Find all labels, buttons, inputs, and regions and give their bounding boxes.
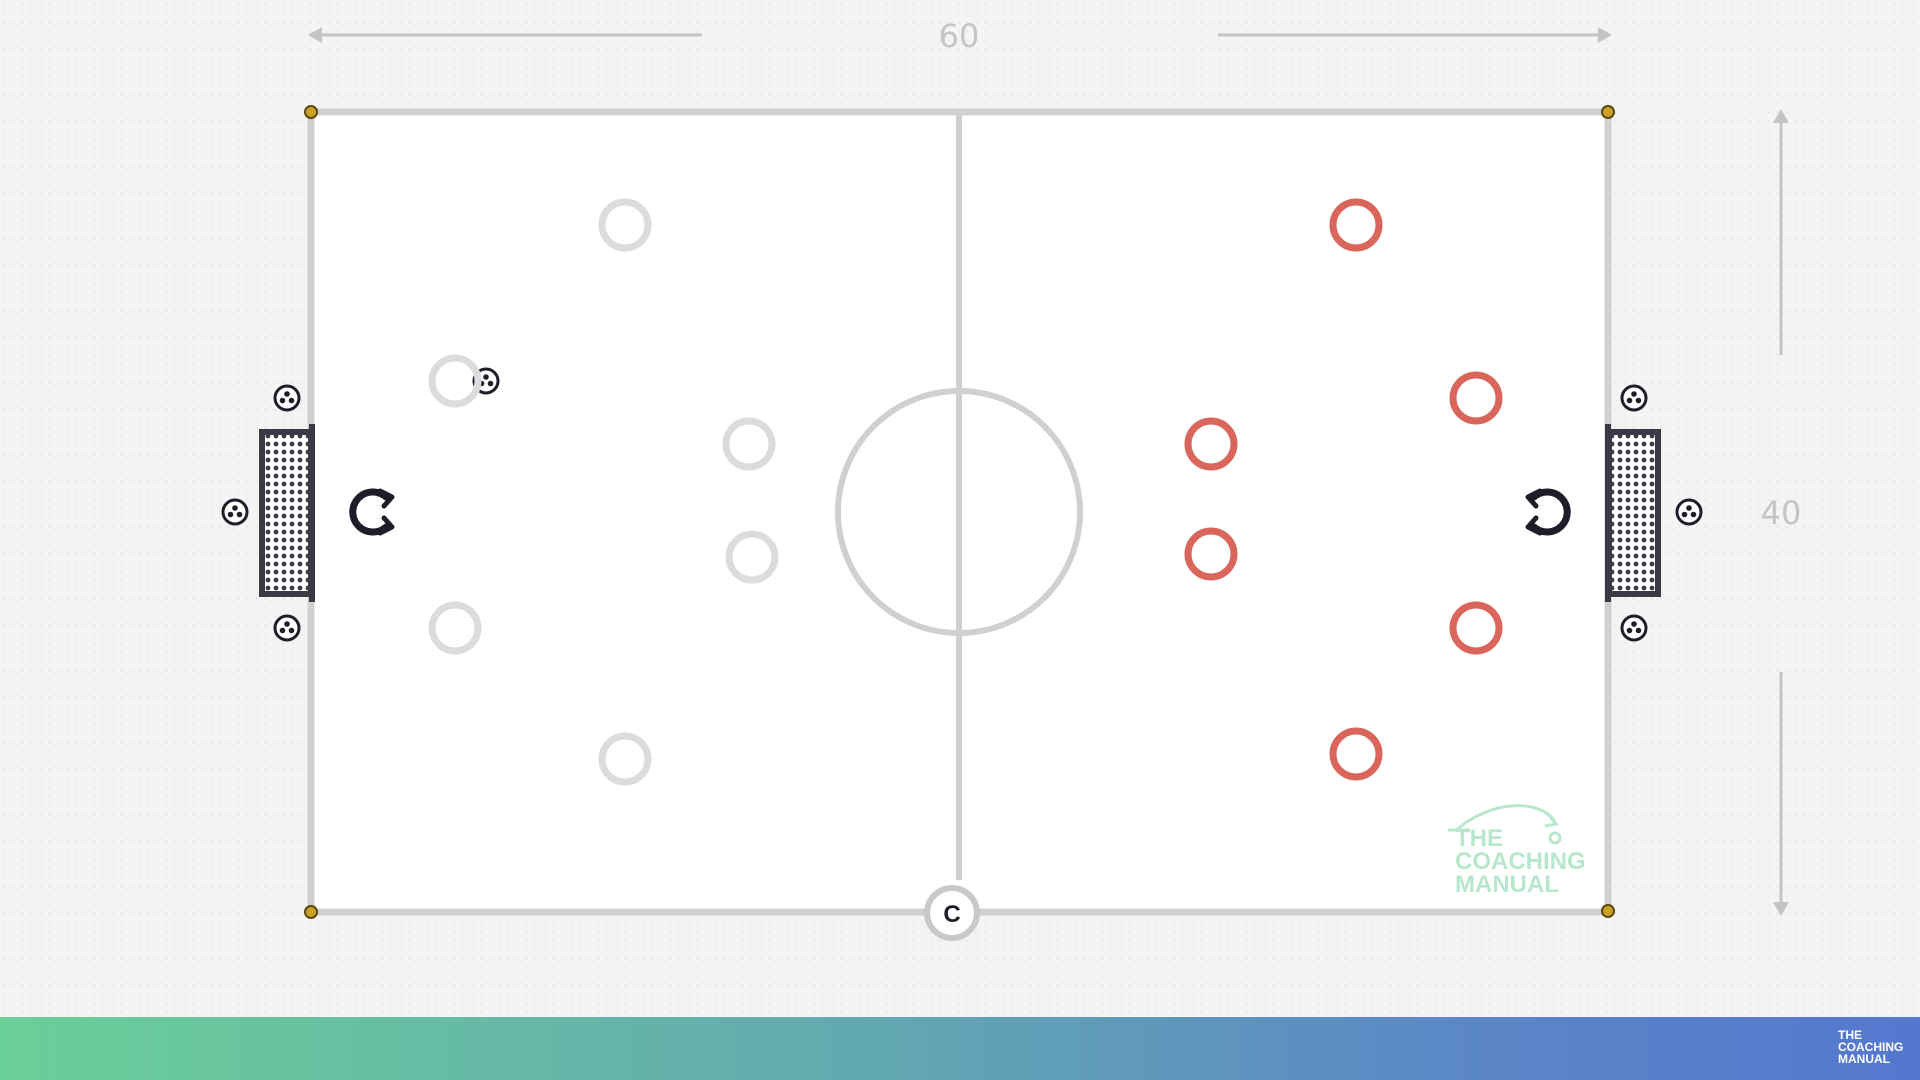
watermark-logo: THE COACHING MANUAL — [1448, 804, 1586, 898]
watermark-line-3: MANUAL — [1455, 871, 1559, 898]
ball-icon — [1620, 614, 1648, 642]
footer-logo: THE COACHING MANUAL — [1838, 1029, 1910, 1065]
ball-icon — [273, 384, 301, 412]
left-goal — [259, 424, 315, 602]
height-dimension: 40 — [1761, 109, 1802, 916]
team-red — [1184, 198, 1503, 781]
coach-marker: C — [924, 885, 980, 941]
cone-icon — [304, 905, 318, 919]
coach-label: C — [943, 901, 960, 928]
player-red — [1449, 371, 1503, 425]
player-grey — [428, 354, 482, 408]
player-red — [1449, 601, 1503, 655]
team-grey — [428, 198, 779, 786]
left-goalkeeper — [349, 488, 395, 536]
ball-icon — [221, 498, 249, 526]
player-grey — [722, 417, 776, 471]
player-grey — [598, 198, 652, 252]
player-grey — [428, 601, 482, 655]
pitch — [307, 108, 1612, 916]
footer-logo-line-1: THE — [1838, 1028, 1862, 1042]
width-dimension: 60 — [308, 17, 1612, 55]
center-circle — [835, 388, 1083, 636]
ball-icon — [1620, 384, 1648, 412]
corner-cones — [304, 105, 1615, 919]
player-red — [1184, 417, 1238, 471]
watermark-line-2: COACHING — [1455, 848, 1586, 875]
cone-icon — [1601, 105, 1615, 119]
footer-gradient-bar: THE COACHING MANUAL — [0, 1017, 1920, 1080]
player-red — [1329, 727, 1383, 781]
footer-logo-line-3: MANUAL — [1838, 1052, 1890, 1066]
pitch-diagram: 60 40 — [221, 17, 1802, 941]
player-grey — [725, 530, 779, 584]
cone-icon — [1601, 904, 1615, 918]
player-red — [1329, 198, 1383, 252]
cone-icon — [304, 105, 318, 119]
player-grey — [598, 732, 652, 786]
width-label: 60 — [939, 17, 980, 55]
ball-icon — [1675, 498, 1703, 526]
footer-logo-line-2: COACHING — [1838, 1040, 1904, 1054]
right-goalkeeper — [1525, 488, 1571, 536]
ball-icon — [273, 614, 301, 642]
right-goal — [1605, 424, 1661, 602]
height-label: 40 — [1761, 494, 1802, 532]
player-red — [1184, 527, 1238, 581]
watermark-line-1: THE — [1455, 825, 1503, 852]
